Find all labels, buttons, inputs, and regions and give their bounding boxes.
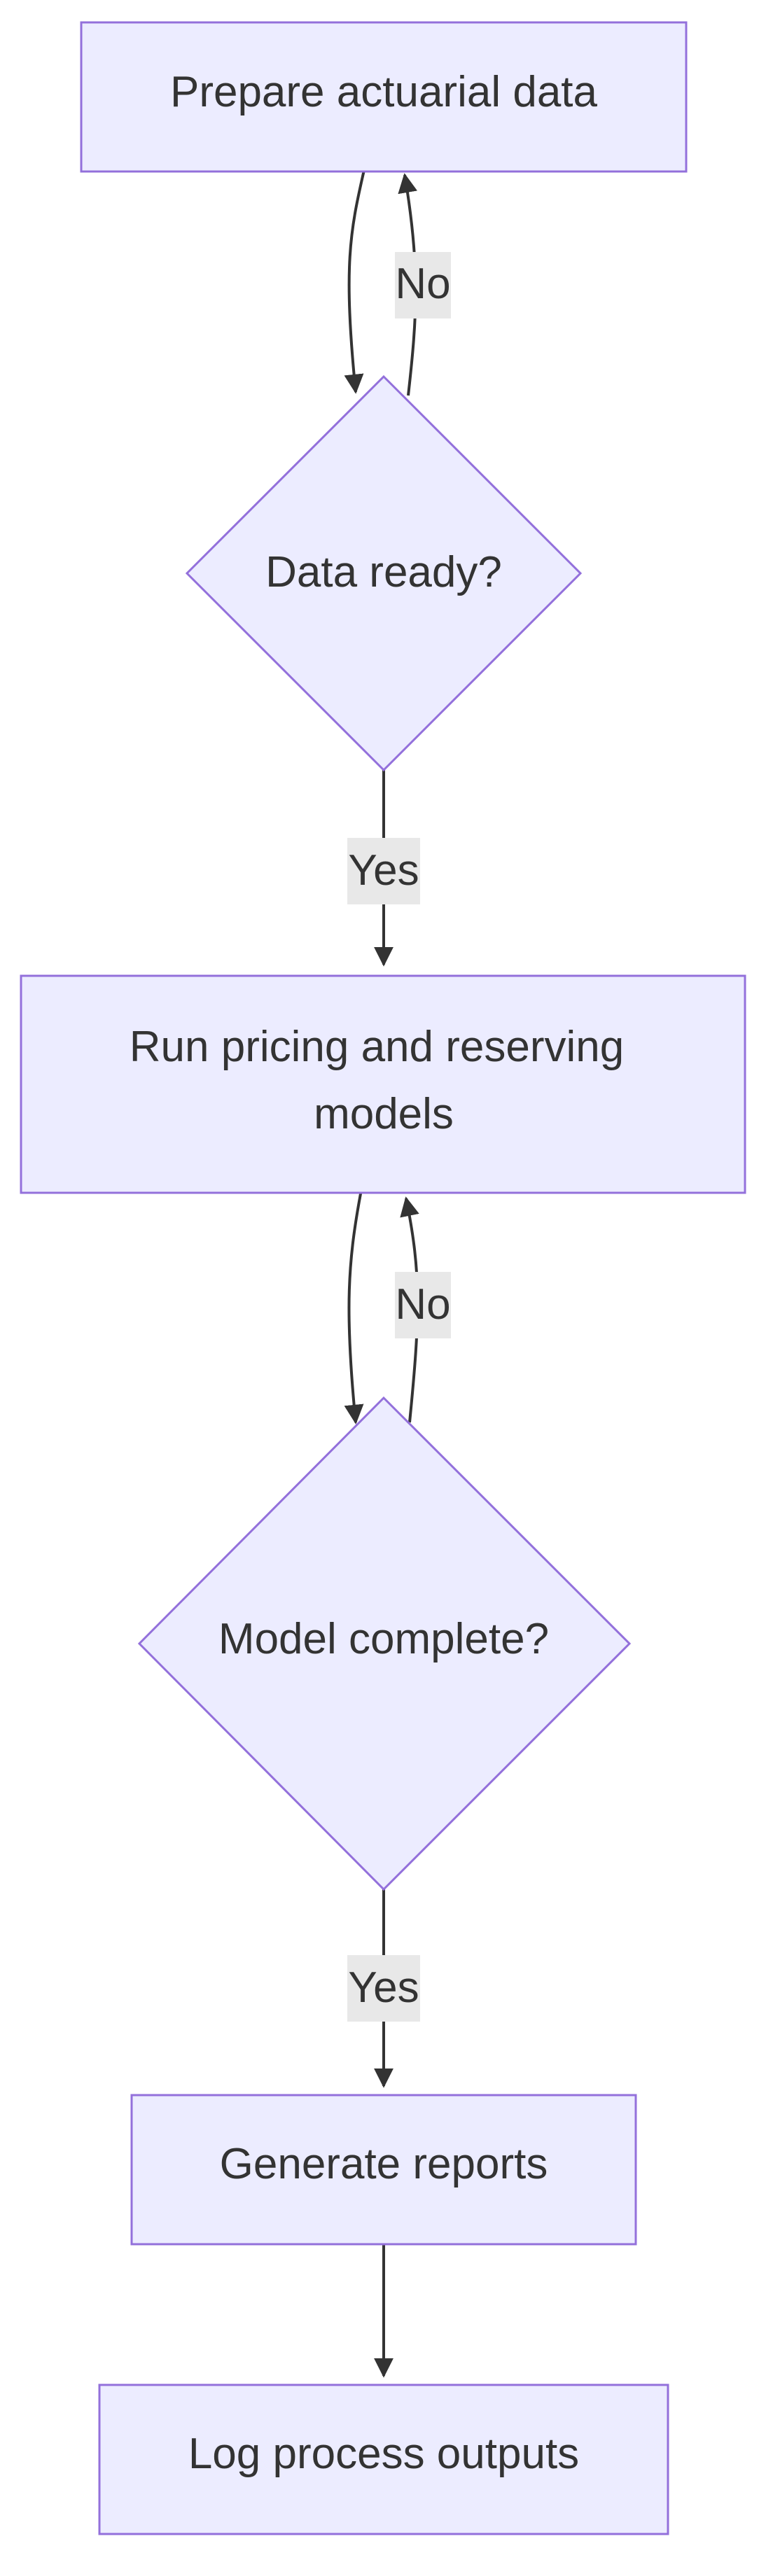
edge-label-data-ready-yes: Yes [347, 838, 420, 904]
edge-label-data-not-ready: No [395, 252, 451, 318]
node-generate-reports: Generate reports [130, 2094, 637, 2246]
node-label: Log process outputs [188, 2430, 579, 2478]
decision-label: Model complete? [218, 1615, 549, 1663]
decision-data-ready: Data ready? [185, 374, 583, 772]
node-run-pricing-and-reserving-models: Run pricing and reserving models [20, 974, 746, 1194]
node-label-line-1: Run pricing and reserving [130, 1023, 625, 1071]
edge-label-text: Yes [348, 846, 419, 895]
edge-label-text: Yes [348, 1963, 419, 2012]
node-label: Prepare actuarial data [170, 68, 598, 116]
node-log-process-outputs: Log process outputs [98, 2384, 669, 2535]
node-label: Generate reports [220, 2140, 548, 2188]
edge-label-text: No [395, 1280, 450, 1329]
decision-label: Data ready? [265, 548, 502, 596]
edge-prepare-to-data-ready [344, 169, 365, 394]
edge-label-model-complete-yes: Yes [347, 1955, 420, 2022]
node-prepare-actuarial-data: Prepare actuarial data [80, 21, 688, 173]
node-label-line-2: models [314, 1090, 454, 1138]
edge-label-text: No [395, 260, 450, 308]
edge-label-model-not-complete: No [395, 1272, 451, 1338]
decision-model-complete: Model complete? [137, 1396, 632, 1891]
edge-run-models-to-model-complete [344, 1189, 364, 1424]
